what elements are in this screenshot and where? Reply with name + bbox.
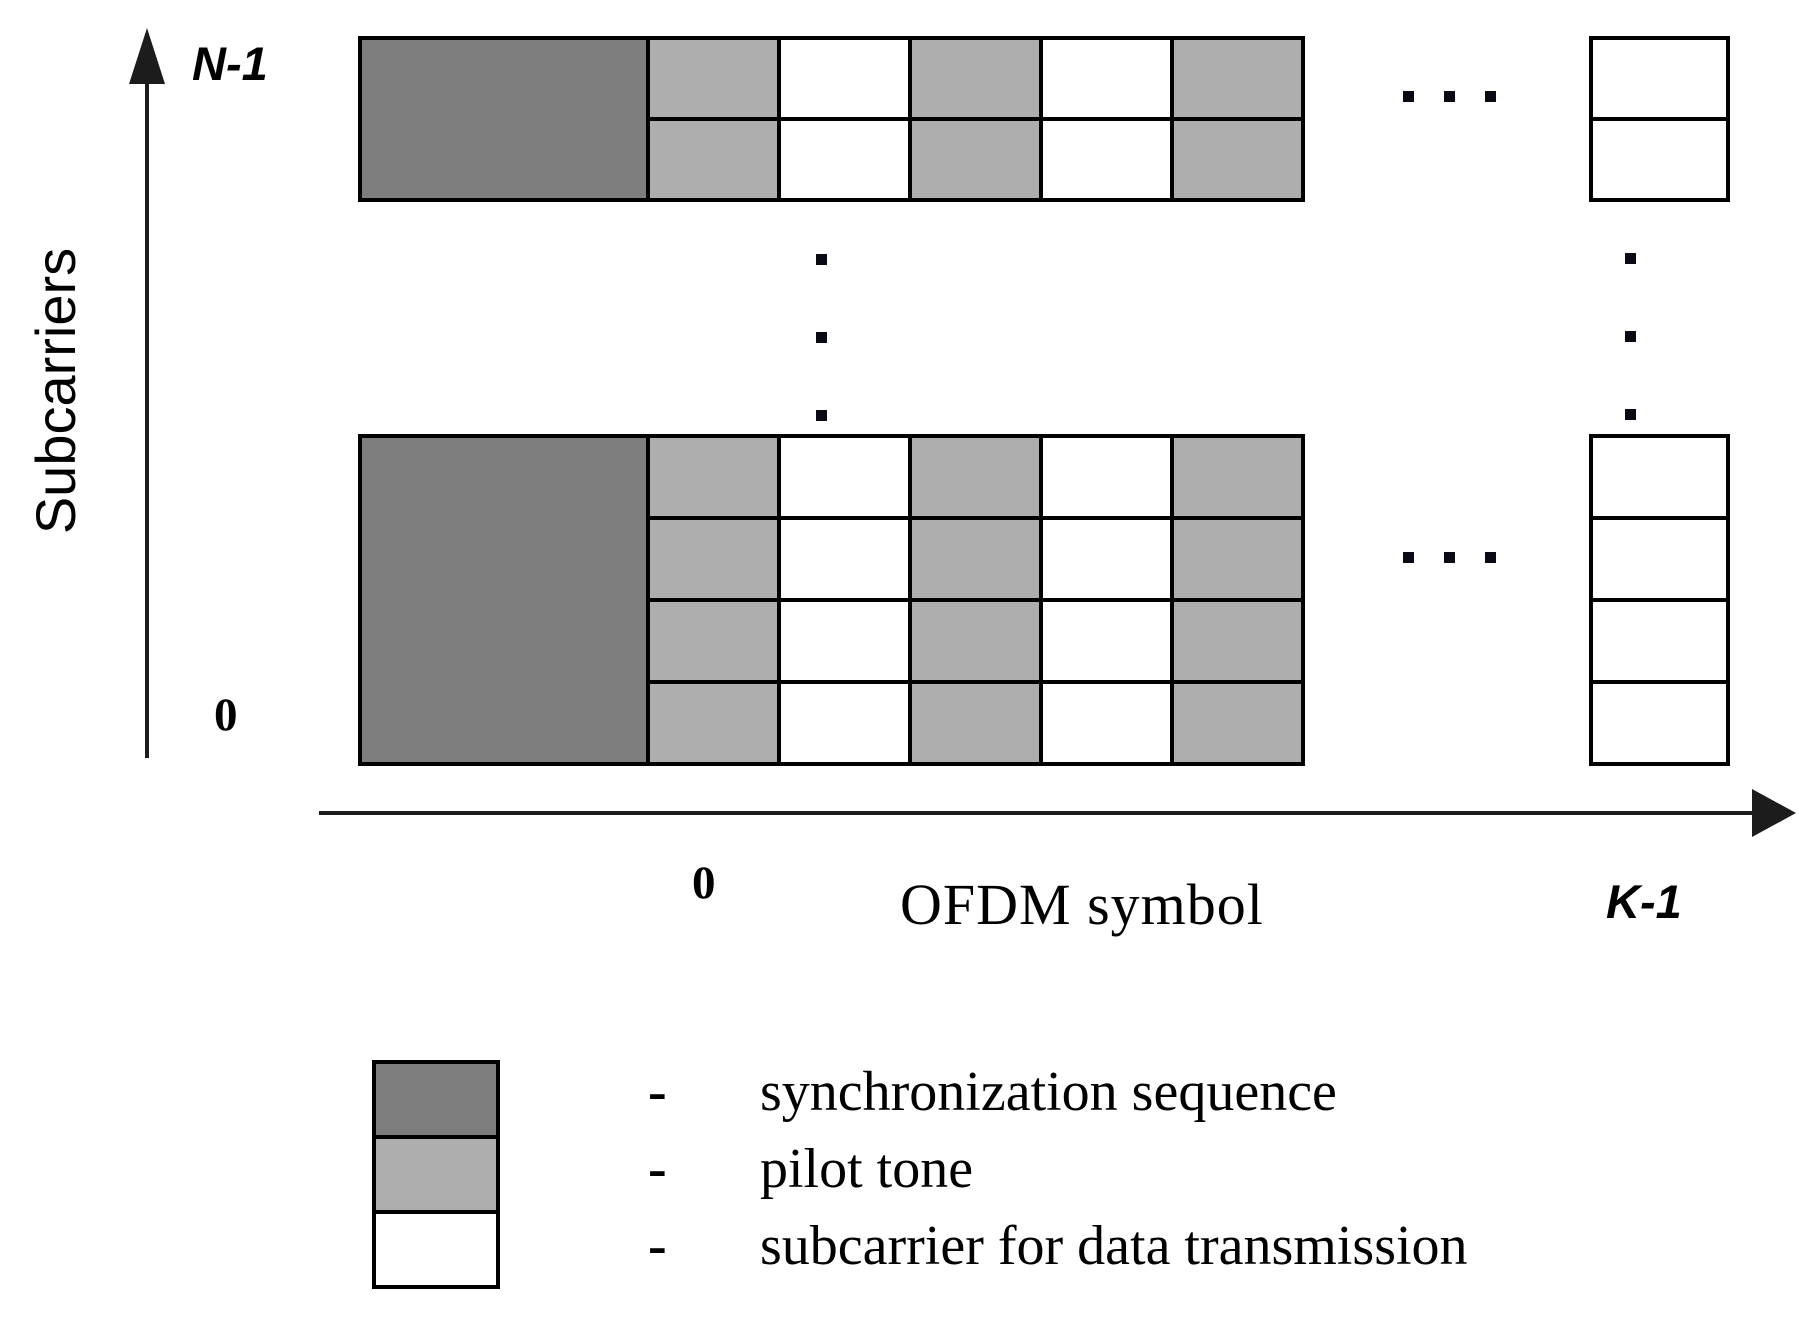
- x-axis-title: OFDM symbol: [900, 872, 1264, 937]
- cell-data: [1043, 40, 1170, 117]
- cell-data: [1593, 602, 1726, 680]
- cell-pilot: [912, 602, 1039, 680]
- cell-data: [1043, 684, 1170, 762]
- cell-pilot: [912, 121, 1039, 198]
- cell-pilot: [650, 438, 777, 516]
- cell-data: [1043, 520, 1170, 598]
- x-axis-tick-0: 0: [692, 857, 716, 909]
- cell-data: [1593, 520, 1726, 598]
- cell-pilot: [1174, 602, 1301, 680]
- cell-data: [781, 40, 908, 117]
- legend-swatch-pilot: [376, 1139, 496, 1210]
- dot-icon: [816, 410, 827, 421]
- y-axis-arrowhead-icon: [129, 28, 165, 84]
- grid-column-top-right: [1589, 36, 1730, 202]
- cell-sync: [362, 438, 646, 762]
- dot-icon: [816, 254, 827, 265]
- cell-pilot: [650, 602, 777, 680]
- grid-column-bottom-right: [1589, 434, 1730, 766]
- cell-pilot: [1174, 438, 1301, 516]
- cell-pilot: [650, 40, 777, 117]
- ellipsis-vertical-icon: [1625, 253, 1636, 420]
- cell-pilot: [650, 520, 777, 598]
- legend-bullet: -: [648, 1061, 667, 1123]
- cell-data: [1043, 121, 1170, 198]
- cell-data: [781, 602, 908, 680]
- cell-pilot: [1174, 40, 1301, 117]
- ellipsis-horizontal-icon: [1403, 552, 1496, 563]
- cell-data: [1043, 602, 1170, 680]
- cell-pilot: [912, 40, 1039, 117]
- cell-data: [1043, 438, 1170, 516]
- grid-block-bottom: [358, 434, 1305, 766]
- cell-pilot: [1174, 121, 1301, 198]
- dot-icon: [1403, 552, 1414, 563]
- x-axis-tick-k-1: K-1: [1606, 875, 1682, 928]
- cell-data: [1593, 121, 1726, 198]
- cell-pilot: [1174, 520, 1301, 598]
- legend-swatch-data: [376, 1214, 496, 1285]
- dot-icon: [1625, 331, 1636, 342]
- legend-label-sync: synchronization sequence: [760, 1061, 1337, 1123]
- x-axis-line: [319, 811, 1761, 815]
- legend-swatch-stack: [372, 1060, 500, 1289]
- cell-data: [1593, 438, 1726, 516]
- cell-data: [1593, 684, 1726, 762]
- cell-data: [781, 520, 908, 598]
- legend-bullet: -: [648, 1138, 667, 1200]
- y-axis-line: [145, 56, 149, 758]
- legend-bullet: -: [648, 1215, 667, 1277]
- cell-pilot: [912, 520, 1039, 598]
- cell-data: [781, 121, 908, 198]
- cell-pilot: [1174, 684, 1301, 762]
- cell-data: [781, 438, 908, 516]
- ellipsis-horizontal-icon: [1403, 91, 1496, 102]
- x-axis-arrowhead-icon: [1752, 789, 1796, 837]
- y-axis-tick-n-1: N-1: [192, 37, 268, 90]
- y-axis-title: Subcarriers: [24, 247, 87, 535]
- dot-icon: [816, 332, 827, 343]
- grid-block-top: [358, 36, 1305, 202]
- dot-icon: [1485, 552, 1496, 563]
- cell-pilot: [912, 438, 1039, 516]
- cell-pilot: [912, 684, 1039, 762]
- dot-icon: [1444, 91, 1455, 102]
- cell-pilot: [650, 121, 777, 198]
- cell-data: [781, 684, 908, 762]
- dot-icon: [1444, 552, 1455, 563]
- dot-icon: [1625, 253, 1636, 264]
- y-axis-tick-0: 0: [214, 689, 238, 741]
- dot-icon: [1403, 91, 1414, 102]
- cell-sync: [362, 40, 646, 198]
- ellipsis-vertical-icon: [816, 254, 827, 421]
- legend-swatch-sync: [376, 1064, 496, 1135]
- legend-label-data: subcarrier for data transmission: [760, 1215, 1468, 1277]
- legend-label-pilot: pilot tone: [760, 1138, 974, 1200]
- cell-pilot: [650, 684, 777, 762]
- dot-icon: [1485, 91, 1496, 102]
- cell-data: [1593, 40, 1726, 117]
- dot-icon: [1625, 409, 1636, 420]
